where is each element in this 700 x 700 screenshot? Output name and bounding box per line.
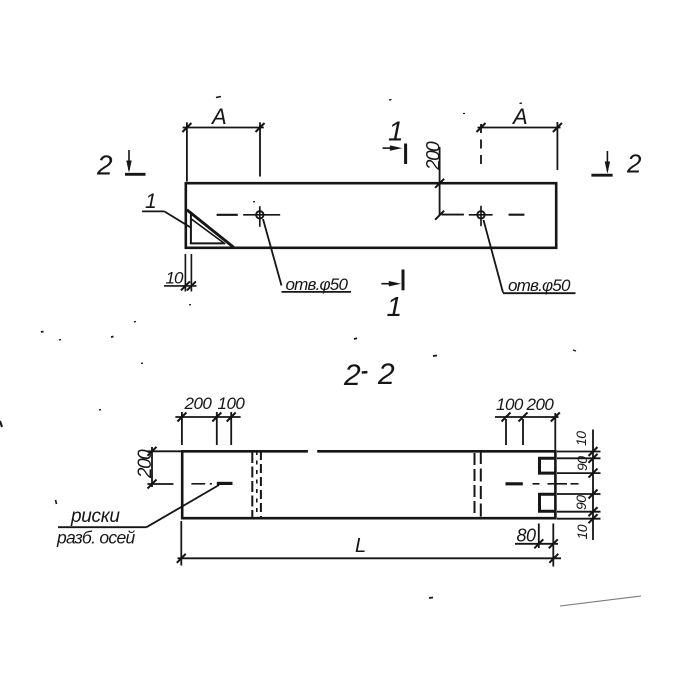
svg-text:200: 200 (526, 395, 555, 414)
svg-text:80: 80 (517, 526, 537, 546)
svg-text:отв.φ50: отв.φ50 (508, 276, 571, 295)
svg-text:риски: риски (70, 506, 120, 527)
svg-text:разб. осей: разб. осей (56, 528, 136, 548)
svg-text:10: 10 (574, 524, 590, 539)
svg-text:10: 10 (573, 431, 589, 446)
svg-text:2: 2 (96, 150, 113, 181)
svg-text:2: 2 (626, 149, 642, 179)
svg-text:200: 200 (135, 449, 156, 479)
svg-text:A: A (210, 104, 227, 129)
svg-text:2: 2 (343, 359, 361, 392)
svg-text:200: 200 (184, 394, 213, 413)
svg-text:L: L (355, 535, 366, 557)
svg-text:A: A (511, 104, 528, 129)
svg-text:отв.φ50: отв.φ50 (286, 275, 349, 294)
svg-text:1: 1 (387, 291, 403, 322)
svg-text:90: 90 (573, 495, 589, 510)
svg-text:100: 100 (218, 394, 246, 413)
svg-text:1: 1 (145, 190, 157, 213)
svg-text:1: 1 (388, 116, 404, 147)
svg-text:100: 100 (496, 395, 524, 414)
svg-text:2: 2 (377, 358, 395, 391)
svg-text:90: 90 (574, 456, 590, 471)
svg-text:10: 10 (166, 269, 184, 288)
svg-text:200: 200 (424, 141, 445, 171)
